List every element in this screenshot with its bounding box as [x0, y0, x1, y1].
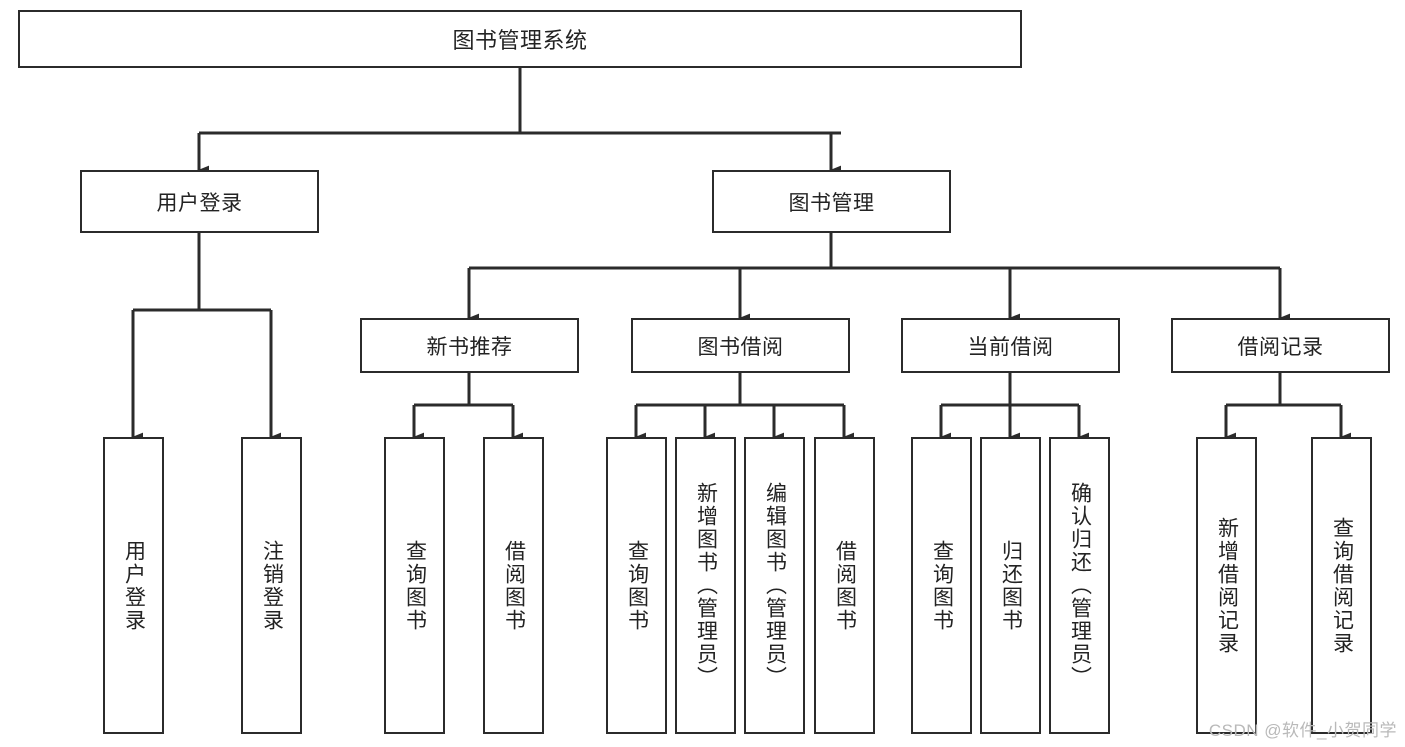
- node-leaf-user-login[interactable]: 用户登录: [103, 437, 164, 734]
- edges-root-to-level2: [197, 68, 842, 175]
- node-leaf-query-book-1[interactable]: 查询图书: [384, 437, 445, 734]
- edges-book-borrow-to-leaves: [634, 373, 855, 442]
- node-new-book-recommend-label: 新书推荐: [426, 335, 513, 359]
- node-book-borrow-label: 图书借阅: [697, 335, 784, 359]
- node-book-management[interactable]: 图书管理: [712, 170, 951, 233]
- edges-borrow-record-to-leaves: [1224, 373, 1352, 442]
- node-borrow-record[interactable]: 借阅记录: [1171, 318, 1390, 373]
- node-leaf-edit-book-admin-label: 编辑图书（管理员）: [763, 482, 787, 689]
- node-book-management-label: 图书管理: [788, 191, 875, 215]
- node-user-login[interactable]: 用户登录: [80, 170, 319, 233]
- node-leaf-query-book-3-label: 查询图书: [930, 539, 954, 632]
- node-leaf-add-borrow-record-label: 新增借阅记录: [1215, 516, 1239, 655]
- node-leaf-borrow-book-1-label: 借阅图书: [502, 539, 526, 632]
- node-leaf-query-book-2[interactable]: 查询图书: [606, 437, 667, 734]
- node-root-book-management-system[interactable]: 图书管理系统: [18, 10, 1022, 68]
- edges-current-borrow-to-leaves: [939, 373, 1090, 442]
- node-leaf-logout-login-label: 注销登录: [260, 539, 284, 632]
- node-leaf-confirm-return-admin-label: 确认归还（管理员）: [1068, 482, 1092, 689]
- node-leaf-borrow-book-2[interactable]: 借阅图书: [814, 437, 875, 734]
- node-leaf-add-book-admin-label: 新增图书（管理员）: [694, 482, 718, 689]
- node-leaf-add-borrow-record[interactable]: 新增借阅记录: [1196, 437, 1257, 734]
- node-borrow-record-label: 借阅记录: [1237, 335, 1324, 359]
- node-leaf-query-borrow-record-label: 查询借阅记录: [1330, 516, 1354, 655]
- node-leaf-borrow-book-1[interactable]: 借阅图书: [483, 437, 544, 734]
- node-current-borrow[interactable]: 当前借阅: [901, 318, 1120, 373]
- node-leaf-query-borrow-record[interactable]: 查询借阅记录: [1311, 437, 1372, 734]
- node-leaf-add-book-admin[interactable]: 新增图书（管理员）: [675, 437, 736, 734]
- node-leaf-query-book-3[interactable]: 查询图书: [911, 437, 972, 734]
- node-book-borrow[interactable]: 图书借阅: [631, 318, 850, 373]
- edges-new-book-recommend-to-leaves: [412, 373, 524, 442]
- node-leaf-user-login-label: 用户登录: [122, 539, 146, 632]
- node-leaf-return-book[interactable]: 归还图书: [980, 437, 1041, 734]
- node-user-login-label: 用户登录: [156, 191, 243, 215]
- node-leaf-borrow-book-2-label: 借阅图书: [833, 539, 857, 632]
- node-root-label: 图书管理系统: [452, 28, 588, 53]
- node-current-borrow-label: 当前借阅: [967, 335, 1054, 359]
- node-new-book-recommend[interactable]: 新书推荐: [360, 318, 579, 373]
- node-leaf-confirm-return-admin[interactable]: 确认归还（管理员）: [1049, 437, 1110, 734]
- node-leaf-query-book-2-label: 查询图书: [625, 539, 649, 632]
- node-leaf-edit-book-admin[interactable]: 编辑图书（管理员）: [744, 437, 805, 734]
- edges-user-login-to-leaves: [131, 233, 282, 442]
- node-leaf-query-book-1-label: 查询图书: [403, 539, 427, 632]
- node-leaf-return-book-label: 归还图书: [999, 539, 1023, 632]
- node-leaf-logout-login[interactable]: 注销登录: [241, 437, 302, 734]
- edges-book-management-to-level3: [467, 233, 1291, 323]
